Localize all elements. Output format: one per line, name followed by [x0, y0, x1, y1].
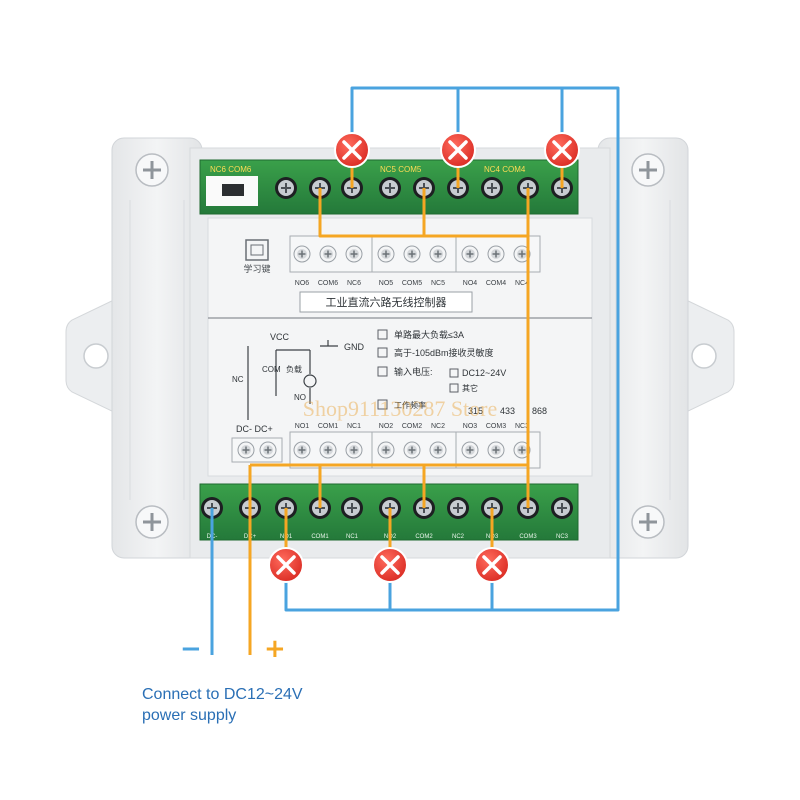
terminal-label: NC4: [515, 280, 529, 287]
mounting-screw-icon: [134, 152, 170, 188]
com-label: COM: [262, 365, 281, 374]
checkbox-icon: [449, 383, 459, 393]
screw-terminal-icon[interactable]: [403, 245, 421, 263]
spec-voltage-value: DC12~24V: [462, 368, 506, 378]
load-lamp-icon: [543, 131, 581, 169]
freq-option: 868: [532, 406, 547, 416]
terminal-label: COM4: [486, 280, 506, 287]
terminal-label: NC1: [346, 534, 359, 540]
freq-option: 433: [500, 406, 515, 416]
screw-terminal-icon[interactable]: [377, 245, 395, 263]
terminal-label: COM2: [415, 534, 433, 540]
checkbox-icon: [377, 347, 388, 358]
wiring-diagram: [247, 340, 338, 420]
no-label: NO: [294, 393, 306, 402]
checkbox-icon: [449, 368, 459, 378]
screw-terminal-icon[interactable]: [461, 245, 479, 263]
screw-terminal-icon[interactable]: [487, 245, 505, 263]
load-lamp-icon: [333, 131, 371, 169]
terminal-label: NO4: [463, 280, 478, 287]
screw-terminal-icon[interactable]: [340, 496, 364, 520]
screw-terminal-icon[interactable]: [293, 245, 311, 263]
spec-sensitivity: 高于-105dBm接收灵敏度: [394, 347, 494, 358]
terminal-label: COM6: [318, 280, 338, 287]
screw-terminal-icon[interactable]: [319, 441, 337, 459]
spec-max-load: 单路最大负载≤3A: [394, 329, 464, 340]
screw-terminal-icon[interactable]: [461, 441, 479, 459]
screw-terminal-icon[interactable]: [487, 441, 505, 459]
load-lamp-icon: [473, 546, 511, 584]
load-lamp-icon: [371, 546, 409, 584]
top-inner-screws: [293, 245, 531, 263]
product-title: 工业直流六路无线控制器: [326, 295, 447, 309]
positive-sign: +: [264, 634, 286, 664]
load-lamp-icon: [267, 546, 305, 584]
terminal-label: NO3: [463, 423, 478, 430]
load-lamp-icon: [439, 131, 477, 169]
learn-button-label: 学习键: [243, 263, 270, 274]
load-label: 负载: [286, 364, 302, 374]
screw-terminal-icon[interactable]: [377, 441, 395, 459]
screw-terminal-icon[interactable]: [429, 245, 447, 263]
terminal-label: NO1: [295, 423, 310, 430]
terminal-label: NC2: [431, 423, 445, 430]
vcc-label: VCC: [270, 332, 290, 342]
checkbox-icon: [377, 366, 388, 377]
terminal-label: COM3: [486, 423, 506, 430]
screw-terminal-icon[interactable]: [293, 441, 311, 459]
negative-sign: −: [180, 634, 202, 664]
load-lamp-icon: [303, 374, 317, 388]
spec-list: [377, 329, 459, 410]
watermark: Shop911130287 Store: [303, 396, 498, 421]
terminal-label: NO6: [295, 280, 310, 287]
terminal-label: NC6: [347, 280, 361, 287]
screw-terminal-icon[interactable]: [319, 245, 337, 263]
screw-terminal-icon[interactable]: [259, 441, 277, 459]
caption-line-1: Connect to DC12~24V: [142, 686, 303, 703]
screw-terminal-icon[interactable]: [403, 441, 421, 459]
terminal-label: COM3: [519, 534, 537, 540]
spec-voltage-label: 输入电压:: [394, 366, 433, 377]
checkbox-icon: [377, 399, 388, 410]
screw-terminal-icon[interactable]: [274, 176, 298, 200]
mounting-screw-icon: [630, 504, 666, 540]
learn-button[interactable]: [245, 239, 269, 261]
screw-terminal-icon[interactable]: [378, 176, 402, 200]
bottom-inner-labels: NO1 COM1 NC1 NO2 COM2 NC2 NO3 COM3 NC3: [295, 423, 529, 430]
svg-text:NC5 COM5: NC5 COM5: [380, 165, 422, 174]
mounting-screw-icon: [630, 152, 666, 188]
spec-freq-label: 工作频率: [394, 400, 426, 410]
terminal-label: NO5: [379, 280, 394, 287]
terminal-label: NC3: [515, 423, 529, 430]
screw-terminal-icon[interactable]: [446, 496, 470, 520]
terminal-label: COM5: [402, 280, 422, 287]
terminal-label: COM1: [318, 423, 338, 430]
terminal-label: NC3: [556, 534, 569, 540]
terminal-label: NC2: [452, 534, 465, 540]
power-label: DC- DC+: [236, 424, 273, 434]
terminal-label: NO2: [379, 423, 394, 430]
checkbox-icon: [377, 329, 388, 340]
screw-terminal-icon[interactable]: [550, 496, 574, 520]
mounting-screw-icon: [134, 504, 170, 540]
svg-text:NC6 COM6: NC6 COM6: [210, 165, 252, 174]
nc-label: NC: [232, 375, 244, 384]
spec-other: 其它: [462, 383, 478, 393]
screw-terminal-icon[interactable]: [429, 441, 447, 459]
terminal-label: COM2: [402, 423, 422, 430]
gnd-label: GND: [344, 342, 365, 352]
screw-terminal-icon[interactable]: [237, 441, 255, 459]
svg-text:NC4 COM4: NC4 COM4: [484, 165, 526, 174]
screw-terminal-icon[interactable]: [345, 441, 363, 459]
freq-option: 315: [468, 406, 483, 416]
screw-terminal-icon[interactable]: [480, 176, 504, 200]
terminal-label: COM1: [311, 534, 329, 540]
screw-terminal-icon[interactable]: [345, 245, 363, 263]
top-inner-labels: NO6 COM6 NC6 NO5 COM5 NC5 NO4 COM4 NC4: [295, 280, 529, 287]
terminal-label: NC1: [347, 423, 361, 430]
caption-line-2: power supply: [142, 707, 237, 724]
power-caption: Connect to DC12~24V power supply: [142, 684, 303, 726]
terminal-label: NC5: [431, 280, 445, 287]
